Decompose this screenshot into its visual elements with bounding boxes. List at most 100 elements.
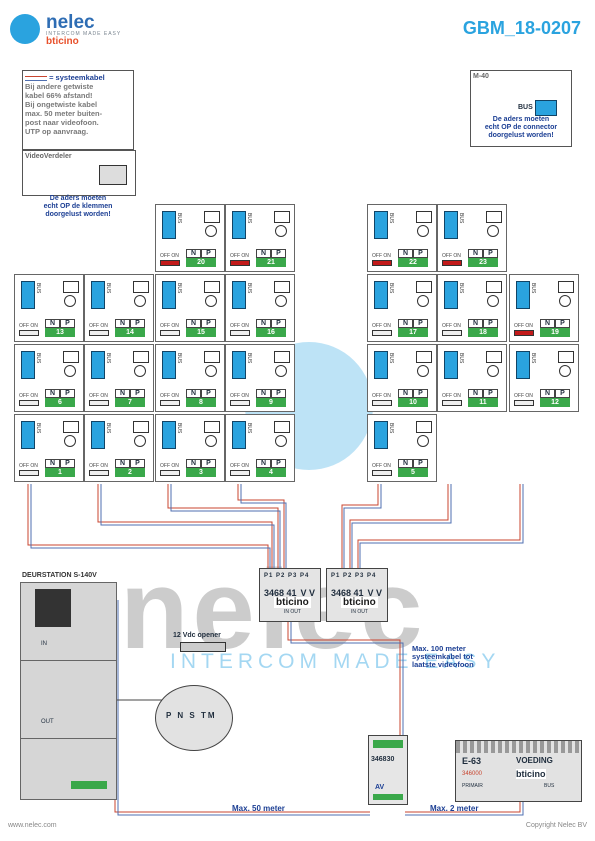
cable-psu — [405, 800, 521, 813]
bus-terminal-icon — [232, 281, 246, 309]
unit-number: 12 — [540, 398, 570, 407]
knob-icon — [559, 365, 571, 377]
unit-number: 11 — [468, 398, 498, 407]
av-module: 346830 AV — [368, 735, 408, 805]
knob-icon — [205, 365, 217, 377]
unit-number: 5 — [398, 468, 428, 477]
video-distributor-module: P1 P2 P3 P4 3468 41 V V bticino IN OUT — [326, 568, 388, 622]
knob-icon — [417, 435, 429, 447]
bus-terminal-icon — [162, 211, 176, 239]
bus-terminal-icon — [162, 281, 176, 309]
cable-column-7 — [357, 484, 521, 568]
note-line: Bij ongetwiste kabel — [25, 100, 98, 109]
dip-switch — [160, 260, 180, 266]
screen-icon — [416, 281, 432, 293]
note-line: Bij andere getwiste — [25, 82, 94, 91]
cable-column-2 — [97, 484, 273, 568]
bus-terminal-icon — [91, 421, 105, 449]
dip-switch — [160, 400, 180, 406]
dip-switch — [442, 330, 462, 336]
watermark-tagline: INTERCOM MADE EASY — [170, 650, 501, 673]
m40-note: M-40 BUS De aders moeten echt OP de conn… — [470, 70, 572, 147]
unit-number: 8 — [186, 398, 216, 407]
unit-number: 21 — [256, 258, 286, 267]
screen-icon — [416, 351, 432, 363]
opener-label: 12 Vdc opener — [173, 632, 221, 639]
bus-terminal-icon — [232, 421, 246, 449]
bus-terminal-icon — [21, 281, 35, 309]
m40-bus-label: BUS — [518, 104, 533, 111]
bticino-logo: bticino — [516, 769, 546, 779]
knob-icon — [205, 225, 217, 237]
video-splitter-title: VideoVerdeler — [25, 153, 72, 160]
dip-switch — [442, 400, 462, 406]
bus-terminal-icon — [162, 351, 176, 379]
unit-number: 19 — [540, 328, 570, 337]
screen-icon — [204, 281, 220, 293]
bus-terminal-icon — [516, 351, 530, 379]
dip-switch — [230, 260, 250, 266]
knob-icon — [205, 435, 217, 447]
bus-terminal-icon — [516, 281, 530, 309]
dip-switch — [160, 330, 180, 336]
note-line: kabel 66% afstand! — [25, 91, 93, 100]
unit-number: 17 — [398, 328, 428, 337]
unit-number: 22 — [398, 258, 428, 267]
system-cable-note: = systeemkabel Bij andere getwiste kabel… — [22, 70, 134, 150]
video-splitter-note: VideoVerdeler — [22, 150, 136, 196]
screen-icon — [133, 421, 149, 433]
m40-title: M-40 — [473, 73, 489, 80]
camera-module-icon — [35, 589, 71, 627]
note-line: UTP op aanvraag. — [25, 127, 89, 136]
bus-terminal-icon — [162, 421, 176, 449]
screen-icon — [486, 211, 502, 223]
footer-copyright: Copyright Nelec BV — [525, 822, 587, 829]
door-station-module-3 — [20, 738, 117, 800]
bus-terminal-icon — [374, 281, 388, 309]
screen-icon — [274, 211, 290, 223]
dip-switch — [160, 470, 180, 476]
knob-icon — [64, 435, 76, 447]
bus-terminal-icon — [444, 211, 458, 239]
unit-number: 9 — [256, 398, 286, 407]
nelec-logo-icon — [10, 14, 40, 44]
knob-icon — [205, 295, 217, 307]
screen-icon — [274, 421, 290, 433]
max-2m-label: Max. 2 meter — [430, 804, 479, 813]
knob-icon — [275, 435, 287, 447]
screen-icon — [558, 351, 574, 363]
dip-switch — [89, 330, 109, 336]
unit-number: 15 — [186, 328, 216, 337]
dip-switch — [19, 330, 39, 336]
footer-website: www.nelec.com — [8, 822, 57, 829]
dip-switch — [372, 260, 392, 266]
door-station-title: DEURSTATION S-140V — [22, 572, 97, 579]
dip-switch — [19, 400, 39, 406]
unit-number: 14 — [115, 328, 145, 337]
cable-column-6 — [349, 484, 449, 568]
door-station-module-2: OUT — [20, 660, 117, 740]
screen-icon — [558, 281, 574, 293]
dip-switch — [372, 330, 392, 336]
bus-terminal-icon — [444, 281, 458, 309]
dip-switch — [230, 400, 250, 406]
bus-terminal-icon — [91, 351, 105, 379]
unit-number: 18 — [468, 328, 498, 337]
screen-icon — [416, 211, 432, 223]
power-supply: E-63 VOEDING bticino 346000 PRIMAIR BUS — [455, 740, 582, 802]
screen-icon — [486, 351, 502, 363]
unit-number: 10 — [398, 398, 428, 407]
cable-column-4 — [237, 484, 285, 568]
